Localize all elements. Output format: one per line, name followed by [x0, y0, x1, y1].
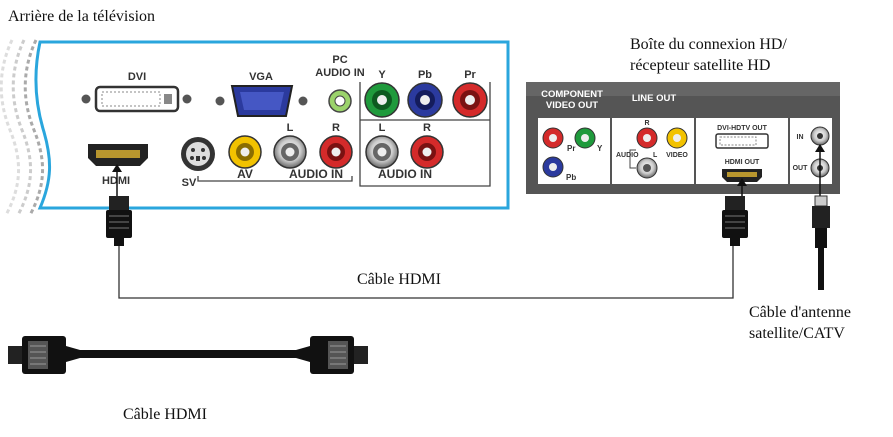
box-component-pr-port[interactable]	[542, 127, 564, 149]
box-pr-label: Pr	[567, 144, 575, 153]
tv-pb-label: Pb	[418, 69, 432, 81]
box-hdmi-out-label: HDMI OUT	[725, 159, 760, 166]
tv-audio-group-bracket-1	[197, 176, 353, 182]
tv-audio-r-port-1[interactable]	[319, 135, 353, 169]
tv-r-label-2: R	[423, 122, 431, 134]
box-dvi-port[interactable]	[715, 133, 769, 149]
box-r-label: R	[644, 120, 649, 127]
tv-r-label-1: R	[332, 122, 340, 134]
box-component-y-port[interactable]	[574, 127, 596, 149]
tv-dvi-port[interactable]	[81, 85, 192, 113]
box-component-label2: VIDEO OUT	[546, 100, 598, 111]
tv-l-label-1: L	[287, 122, 294, 134]
box-in-label: IN	[797, 134, 804, 141]
box-y-label: Y	[597, 144, 603, 153]
tv-audio-l-port-1[interactable]	[273, 135, 307, 169]
tv-dvi-label: DVI	[128, 71, 146, 83]
hdmi-cable-line	[118, 246, 734, 299]
tv-component-group-bracket	[359, 82, 491, 187]
box-line-out-label: LINE OUT	[632, 93, 677, 104]
tv-y-label: Y	[378, 69, 386, 81]
tv-svideo-port[interactable]	[181, 137, 215, 171]
hdmi-cable-caption-bottom: Câble HDMI	[123, 406, 207, 423]
tv-back-caption: Arrière de la télévision	[8, 8, 156, 25]
tv-hdmi-label: HDMI	[102, 175, 130, 187]
tv-pr-label: Pr	[464, 69, 476, 81]
box-component-pb-port[interactable]	[542, 156, 564, 178]
tv-audio-in-label-1: AUDIO IN	[289, 167, 343, 181]
antenna-caption-line1: Câble d'antenne	[749, 304, 851, 321]
tv-vga-port[interactable]	[215, 85, 308, 117]
box-caption-line1: Boîte du connexion HD/	[630, 36, 787, 53]
hdmi-cable-caption-top: Câble HDMI	[357, 271, 441, 288]
tv-component-y-port[interactable]	[364, 82, 400, 118]
antenna-cable	[812, 144, 830, 290]
tv-audio-l-port-2[interactable]	[365, 135, 399, 169]
box-l-label: L	[653, 152, 658, 159]
antenna-caption-line2: satellite/CATV	[749, 325, 845, 342]
box-component-label1: COMPONENT	[541, 89, 603, 100]
tv-component-pr-port[interactable]	[452, 82, 488, 118]
box-hdmi-out-port[interactable]	[722, 169, 762, 182]
box-antenna-in-port[interactable]	[810, 126, 830, 146]
tv-l-label-2: L	[379, 122, 386, 134]
box-video-label: VIDEO	[666, 152, 688, 159]
box-caption-line2: récepteur satellite HD	[630, 57, 771, 74]
tv-hdmi-port[interactable]	[88, 144, 148, 166]
tv-component-pb-port[interactable]	[407, 82, 443, 118]
tv-audio-in-label-2: AUDIO IN	[378, 167, 432, 181]
tv-pc-audio-label2: AUDIO IN	[315, 67, 365, 79]
hdmi-cable-illustration	[8, 336, 368, 374]
tv-pc-audio-port[interactable]	[328, 89, 352, 113]
box-pb-label: Pb	[566, 173, 576, 182]
box-hdmi-plug[interactable]	[722, 178, 748, 246]
box-out-label: OUT	[793, 165, 809, 172]
box-dvi-hdtv-out-label: DVI-HDTV OUT	[717, 125, 768, 132]
tv-pc-audio-label1: PC	[332, 54, 347, 66]
tv-audio-r-port-2[interactable]	[410, 135, 444, 169]
tv-vga-label: VGA	[249, 71, 273, 83]
tv-av-port[interactable]	[228, 135, 262, 169]
tv-av-label: AV	[237, 167, 253, 181]
box-audio-label: AUDIO	[616, 152, 639, 159]
box-video-port[interactable]	[666, 127, 688, 149]
box-audio-l-port[interactable]	[636, 157, 658, 179]
box-audio-r-port[interactable]	[636, 127, 658, 149]
tv-hdmi-plug[interactable]	[106, 164, 132, 246]
tv-cut-edge	[0, 39, 44, 216]
tv-sv-label: SV	[182, 177, 197, 189]
